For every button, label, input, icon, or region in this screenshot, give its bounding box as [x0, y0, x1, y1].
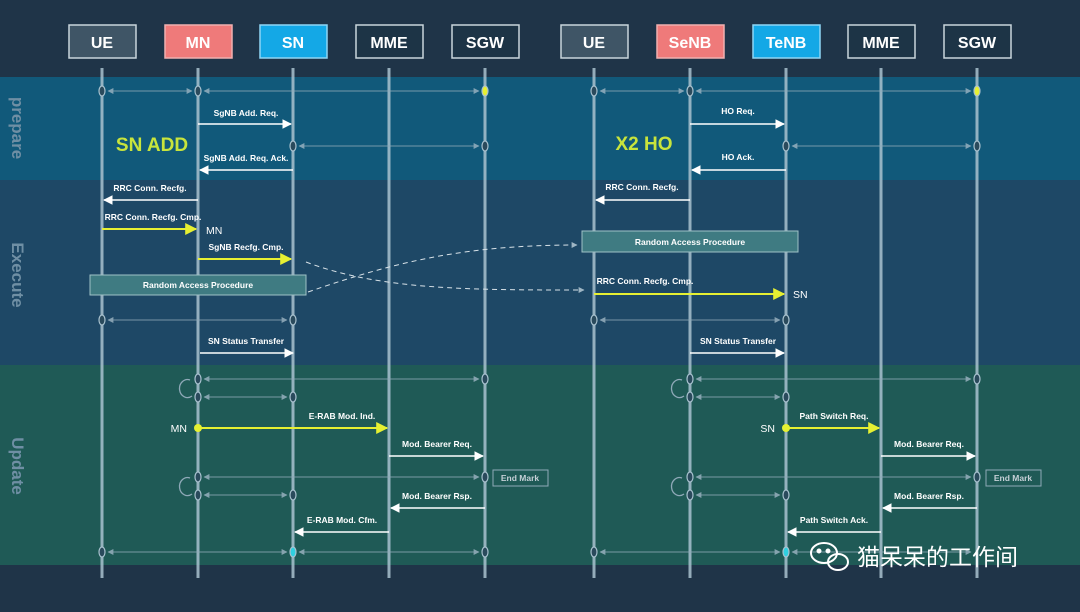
left-highlight-messages — [102, 223, 389, 434]
right-entity-headers: UE SeNB TeNB MME SGW — [560, 24, 1012, 59]
msg-sgnb-recfg-cmp: SgNB Recfg. Cmp. — [208, 242, 283, 252]
left-random-access-label: Random Access Procedure — [143, 280, 253, 290]
msg-mod-bearer-req-left: Mod. Bearer Req. — [402, 439, 472, 449]
left-mme-box — [355, 24, 424, 59]
left-sn-label: SN — [282, 35, 304, 52]
left-bearer-links — [107, 88, 480, 555]
prepare-band — [0, 77, 1080, 180]
right-message-labels: HO Req. HO Ack. RRC Conn. Recfg. RRC Con… — [597, 106, 964, 525]
lifeline-dots — [98, 85, 981, 558]
msg-mod-bearer-req-right: Mod. Bearer Req. — [894, 439, 964, 449]
left-random-access-box — [89, 274, 307, 296]
msg-erab-mod-ind: E-RAB Mod. Ind. — [309, 411, 376, 421]
wechat-watermark: 猫呆呆的工作间 — [810, 542, 1018, 571]
left-ue-label: UE — [91, 35, 114, 52]
right-ue-label: UE — [583, 35, 606, 52]
phase-prepare-label: prepare — [8, 97, 27, 159]
left-mme-label: MME — [370, 35, 408, 52]
execute-band — [0, 180, 1080, 365]
self-loop-hints — [178, 378, 685, 497]
left-mn-label: MN — [186, 35, 211, 52]
left-message-labels: SgNB Add. Req. SgNB Add. Req. Ack. RRC C… — [105, 108, 472, 525]
right-sgw-label: SGW — [958, 35, 997, 52]
left-mn-box — [164, 24, 233, 59]
msg-erab-mod-cfm: E-RAB Mod. Cfm. — [307, 515, 377, 525]
right-mme-box — [847, 24, 916, 59]
right-sn-highlight-dot — [782, 424, 790, 432]
update-band — [0, 365, 1080, 565]
left-messages — [103, 119, 485, 537]
left-end-mark-label: End Mark — [501, 473, 540, 483]
msg-sgnb-add-req-ack: SgNB Add. Req. Ack. — [204, 153, 289, 163]
phase-execute-label: Execute — [8, 242, 27, 307]
right-title: X2 HO — [615, 134, 672, 155]
msg-sn-status-transfer-right: SN Status Transfer — [700, 336, 777, 346]
wechat-icon — [810, 542, 849, 571]
msg-ho-ack: HO Ack. — [722, 152, 755, 162]
msg-ho-req: HO Req. — [721, 106, 755, 116]
left-sgw-label: SGW — [466, 35, 505, 52]
msg-mod-bearer-rsp-right: Mod. Bearer Rsp. — [894, 491, 964, 501]
phase-update-label: Update — [8, 437, 27, 495]
right-ue-box — [560, 24, 629, 59]
right-tenb-box — [752, 24, 821, 59]
right-mme-label: MME — [862, 35, 900, 52]
watermark-text: 猫呆呆的工作间 — [857, 544, 1018, 570]
left-title: SN ADD — [116, 135, 188, 156]
left-mn-highlight-dot — [194, 424, 202, 432]
right-senb-label: SeNB — [669, 35, 712, 52]
msg-rrc-conn-recfg-left: RRC Conn. Recfg. — [113, 183, 186, 193]
msg-path-switch-ack: Path Switch Ack. — [800, 515, 868, 525]
right-messages — [595, 119, 977, 537]
right-random-access-box — [581, 230, 799, 253]
msg-rrc-conn-recfg-cmp-right: RRC Conn. Recfg. Cmp. — [597, 276, 694, 286]
right-highlight-messages — [594, 288, 881, 434]
msg-mod-bearer-rsp-left: Mod. Bearer Rsp. — [402, 491, 472, 501]
right-senb-box — [656, 24, 725, 59]
left-entity-headers: UE MN SN MME SGW — [68, 24, 520, 59]
right-end-mark-label: End Mark — [994, 473, 1033, 483]
right-side-label-sn-1: SN — [793, 289, 808, 301]
msg-rrc-conn-recfg-right: RRC Conn. Recfg. — [605, 182, 678, 192]
msg-path-switch-req: Path Switch Req. — [800, 411, 869, 421]
right-random-access-label: Random Access Procedure — [635, 237, 745, 247]
left-side-label-mn-2: MN — [171, 423, 187, 435]
msg-rrc-conn-recfg-cmp-left: RRC Conn. Recfg. Cmp. — [105, 212, 202, 222]
left-ue-box — [68, 24, 137, 59]
msg-sgnb-add-req: SgNB Add. Req. — [214, 108, 279, 118]
left-end-mark-box — [492, 469, 549, 487]
cross-dashed-arrows — [305, 242, 585, 293]
msg-sn-status-transfer-left: SN Status Transfer — [208, 336, 285, 346]
right-end-mark-box — [985, 469, 1042, 487]
left-side-label-mn-1: MN — [206, 225, 222, 237]
left-sn-box — [259, 24, 328, 59]
right-side-label-sn-2: SN — [760, 423, 775, 435]
right-sgw-box — [943, 24, 1012, 59]
right-bearer-links — [599, 88, 972, 555]
left-sgw-box — [451, 24, 520, 59]
right-tenb-label: TeNB — [766, 35, 807, 52]
